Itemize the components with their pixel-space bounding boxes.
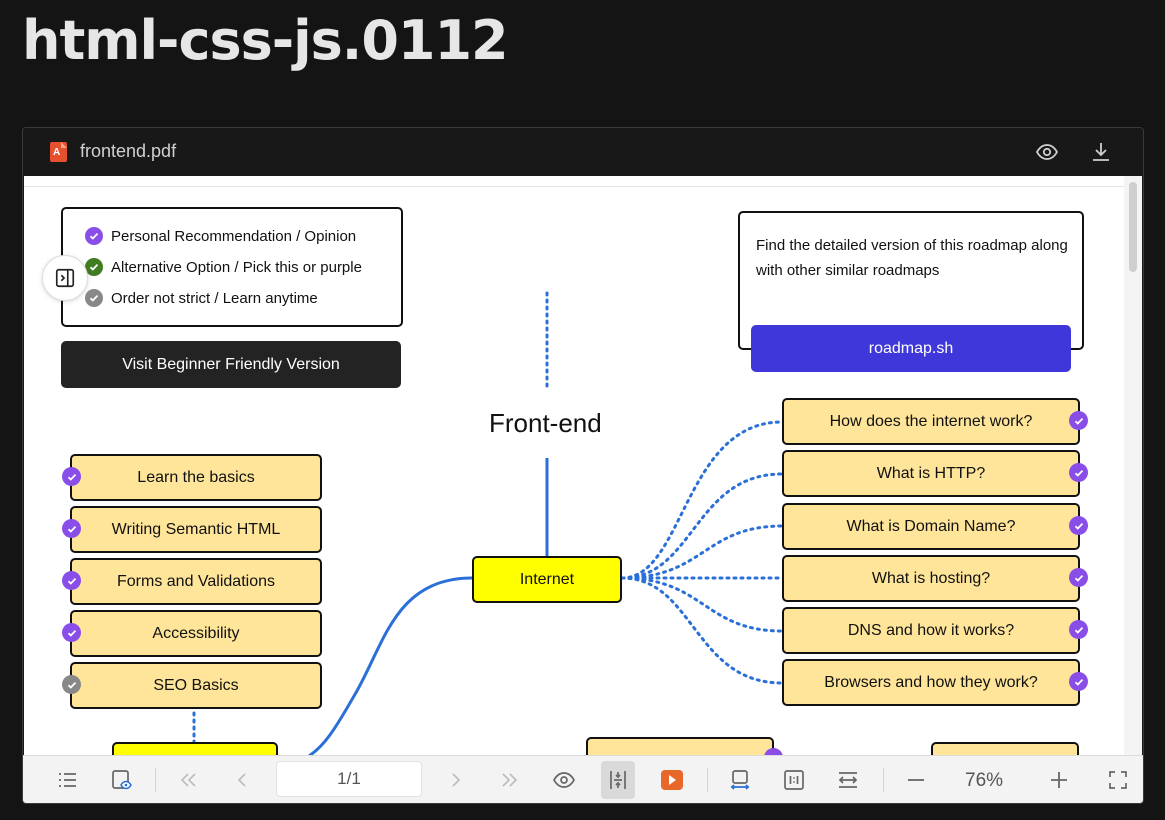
check-icon [85, 258, 103, 276]
check-icon [62, 467, 81, 486]
check-icon [1069, 516, 1088, 535]
fit-page-icon[interactable] [601, 761, 635, 799]
pdf-page-canvas[interactable]: Personal Recommendation / Opinion Altern… [24, 176, 1142, 755]
zoom-out-icon[interactable] [899, 764, 933, 796]
check-icon [62, 519, 81, 538]
check-icon [1069, 463, 1088, 482]
annotation-view-icon[interactable] [105, 764, 139, 796]
last-page-icon[interactable] [493, 764, 527, 796]
check-icon [85, 227, 103, 245]
scrollbar-thumb[interactable] [1129, 182, 1137, 272]
pdf-file-icon: A [50, 142, 67, 162]
eye-icon[interactable] [547, 764, 581, 796]
zoom-in-icon[interactable] [1042, 764, 1076, 796]
prev-page-icon[interactable] [225, 764, 259, 796]
toolbar-separator [883, 768, 884, 792]
check-icon [1069, 568, 1088, 587]
check-icon [764, 748, 783, 755]
roadmap-title: Front-end [489, 408, 602, 438]
check-icon [85, 289, 103, 307]
play-icon[interactable] [655, 764, 689, 796]
node-domain-name[interactable]: What is Domain Name? [782, 503, 1080, 550]
node-browsers[interactable]: Browsers and how they work? [782, 659, 1080, 706]
toolbar-separator [155, 768, 156, 792]
fit-width-icon[interactable] [723, 764, 757, 796]
roadmap-sh-button[interactable]: roadmap.sh [751, 325, 1071, 372]
node-forms-validations[interactable]: Forms and Validations [70, 558, 322, 605]
check-icon [1069, 411, 1088, 430]
check-icon [62, 675, 81, 694]
legend-item-recommendation: Personal Recommendation / Opinion [85, 227, 356, 245]
node-internet[interactable]: Internet [472, 556, 622, 603]
node-partial-right[interactable] [931, 742, 1079, 755]
first-page-icon[interactable] [171, 764, 205, 796]
download-icon[interactable] [1089, 140, 1113, 164]
page-title: html-css-js.0112 [22, 9, 509, 72]
sidebar-toggle-button[interactable] [42, 255, 88, 301]
beginner-version-button[interactable]: Visit Beginner Friendly Version [61, 341, 401, 388]
check-icon [1069, 672, 1088, 691]
node-partial-center[interactable] [586, 737, 774, 755]
preview-eye-icon[interactable] [1035, 140, 1059, 164]
pdf-viewer: A frontend.pdf [22, 127, 1144, 804]
vertical-scrollbar[interactable] [1124, 176, 1142, 755]
panel-toggle-icon [55, 268, 75, 288]
next-page-icon[interactable] [439, 764, 473, 796]
toolbar-separator [707, 768, 708, 792]
node-partial-highlight[interactable] [112, 742, 278, 755]
fit-horizontal-icon[interactable] [831, 764, 865, 796]
node-dns[interactable]: DNS and how it works? [782, 607, 1080, 654]
roadmap-connectors [192, 291, 784, 755]
check-icon [62, 623, 81, 642]
legend-box: Personal Recommendation / Opinion Altern… [61, 207, 403, 327]
fullscreen-icon[interactable] [1101, 764, 1135, 796]
node-learn-basics[interactable]: Learn the basics [70, 454, 322, 501]
legend-item-alternative: Alternative Option / Pick this or purple [85, 258, 362, 276]
node-seo-basics[interactable]: SEO Basics [70, 662, 322, 709]
node-hosting[interactable]: What is hosting? [782, 555, 1080, 602]
node-how-internet-works[interactable]: How does the internet work? [782, 398, 1080, 445]
node-what-is-http[interactable]: What is HTTP? [782, 450, 1080, 497]
actual-size-icon[interactable] [777, 764, 811, 796]
page-edge-line [24, 186, 1124, 187]
node-semantic-html[interactable]: Writing Semantic HTML [70, 506, 322, 553]
check-icon [1069, 620, 1088, 639]
node-accessibility[interactable]: Accessibility [70, 610, 322, 657]
zoom-level: 76% [965, 770, 1004, 791]
viewer-toolbar: 1/1 76% [23, 755, 1143, 803]
file-name: frontend.pdf [80, 141, 177, 161]
check-icon [62, 571, 81, 590]
legend-item-order-not-strict: Order not strict / Learn anytime [85, 289, 318, 307]
page-number-input[interactable]: 1/1 [276, 761, 422, 797]
roadmap-info-box: Find the detailed version of this roadma… [738, 211, 1084, 372]
outline-icon[interactable] [51, 764, 85, 796]
viewer-header: A frontend.pdf [23, 128, 1143, 176]
roadmap-info-text: Find the detailed version of this roadma… [756, 237, 1068, 279]
